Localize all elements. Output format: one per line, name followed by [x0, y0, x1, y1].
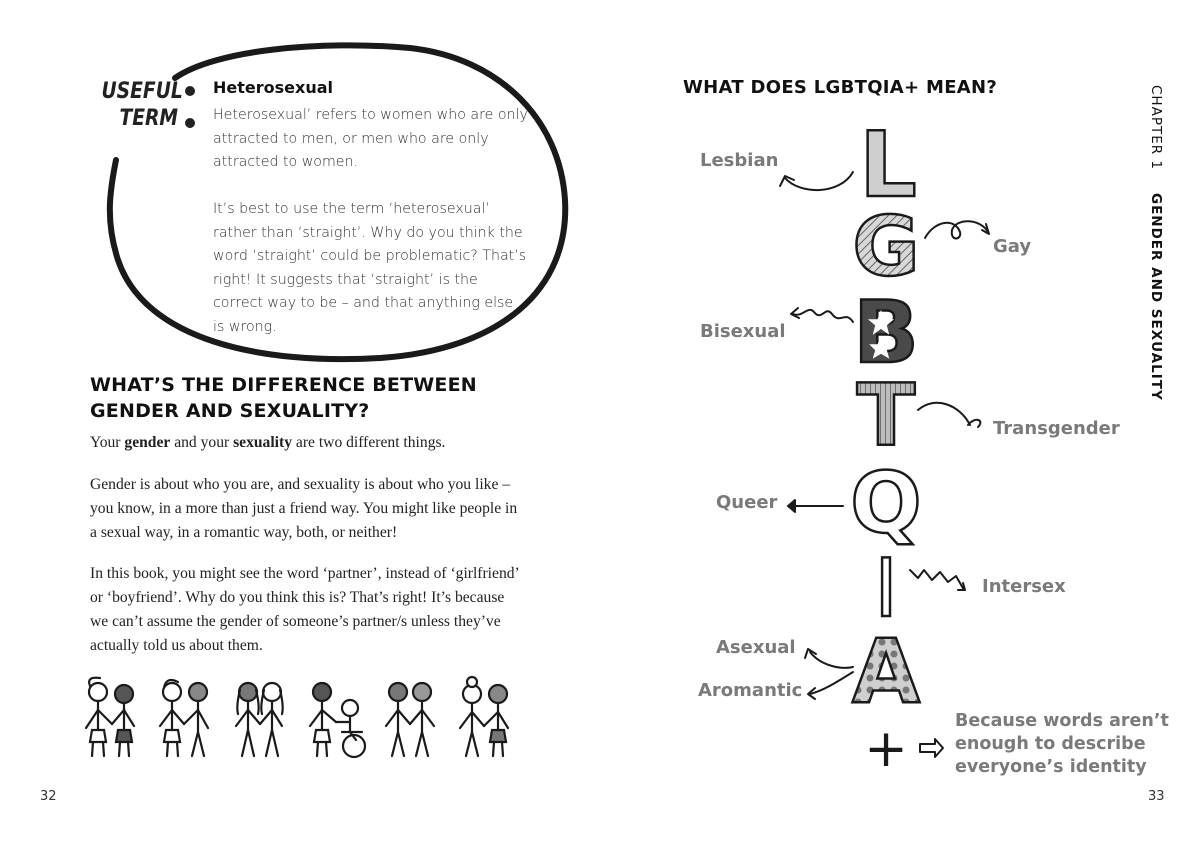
- couple-6: [458, 675, 510, 758]
- page-number-left: 32: [40, 789, 57, 804]
- arrow-transgender: [917, 401, 971, 426]
- letter-T: T: [857, 366, 916, 466]
- chapter-running-head: CHAPTER 1 GENDER AND SEXUALITY: [1148, 85, 1164, 401]
- right-page-title: WHAT DOES LGBTQIA+ MEAN?: [683, 77, 998, 98]
- arrow-aromantic: [809, 671, 854, 695]
- couple-4: [308, 681, 367, 759]
- couple-1: [84, 676, 136, 758]
- section-heading-line2: GENDER AND SEXUALITY?: [90, 400, 370, 422]
- label-aromantic: Aromantic: [698, 680, 803, 701]
- term-note: It’s best to use the term ‘heterosexual’…: [213, 201, 527, 335]
- para1-text: and your: [170, 434, 234, 451]
- couple-5: [384, 681, 436, 758]
- arrow-intersex: [909, 569, 965, 591]
- para1-bold-gender: gender: [124, 434, 171, 451]
- paragraph-2: Gender is about who you are, and sexuali…: [90, 476, 518, 541]
- arrow-bisexual: [792, 308, 854, 323]
- letter-I: I: [874, 542, 898, 635]
- star-icon: [869, 336, 893, 359]
- page-number-right: 33: [1148, 789, 1165, 804]
- couple-3: [234, 681, 284, 758]
- bullet-dot: [185, 118, 195, 128]
- label-plus: Because words aren’t enough to describe …: [955, 711, 1169, 777]
- label-queer: Queer: [716, 492, 778, 513]
- label-intersex: Intersex: [982, 576, 1066, 597]
- stick-figure-couples-illustration: [84, 675, 510, 759]
- letter-G: G: [852, 200, 919, 295]
- bullet-dot: [185, 86, 195, 96]
- para1-text: Your: [90, 434, 125, 451]
- arrow-asexual: [809, 651, 854, 669]
- arrow-plus: [919, 738, 944, 758]
- paragraph-1: Your gender and your sexuality are two d…: [90, 431, 520, 455]
- arrow-gay: [924, 220, 989, 240]
- letter-plus: +: [864, 719, 908, 779]
- letter-L: L: [859, 113, 916, 218]
- section-heading-line1: WHAT’S THE DIFFERENCE BETWEEN: [90, 374, 477, 396]
- paragraph-3: In this book, you might see the word ‘pa…: [90, 565, 519, 654]
- useful-term-heading: USEFUL TERM: [101, 78, 183, 132]
- para1-text: are two different things.: [292, 434, 446, 451]
- term-definition: Heterosexual’ refers to women who are on…: [213, 107, 528, 170]
- label-gay: Gay: [993, 236, 1032, 257]
- label-transgender: Transgender: [993, 418, 1120, 439]
- arrow-lesbian: [784, 171, 854, 191]
- star-icon: [867, 309, 895, 335]
- letter-Q: Q: [850, 454, 921, 552]
- letter-B: B: [853, 283, 919, 383]
- letter-A: A: [852, 620, 920, 723]
- chapter-title: GENDER AND SEXUALITY: [1148, 193, 1164, 402]
- section-heading: WHAT’S THE DIFFERENCE BETWEEN GENDER AND…: [90, 372, 510, 424]
- label-asexual: Asexual: [716, 637, 796, 658]
- chapter-label: CHAPTER 1: [1148, 85, 1164, 170]
- para1-bold-sexuality: sexuality: [233, 434, 293, 451]
- useful-term-heading-line1: USEFUL: [101, 79, 183, 104]
- term-title: Heterosexual: [213, 78, 333, 97]
- useful-term-heading-line2: TERM: [119, 106, 178, 131]
- label-lesbian: Lesbian: [700, 150, 779, 171]
- label-bisexual: Bisexual: [700, 321, 786, 342]
- useful-term-oval: [106, 42, 569, 363]
- couple-2: [158, 678, 210, 758]
